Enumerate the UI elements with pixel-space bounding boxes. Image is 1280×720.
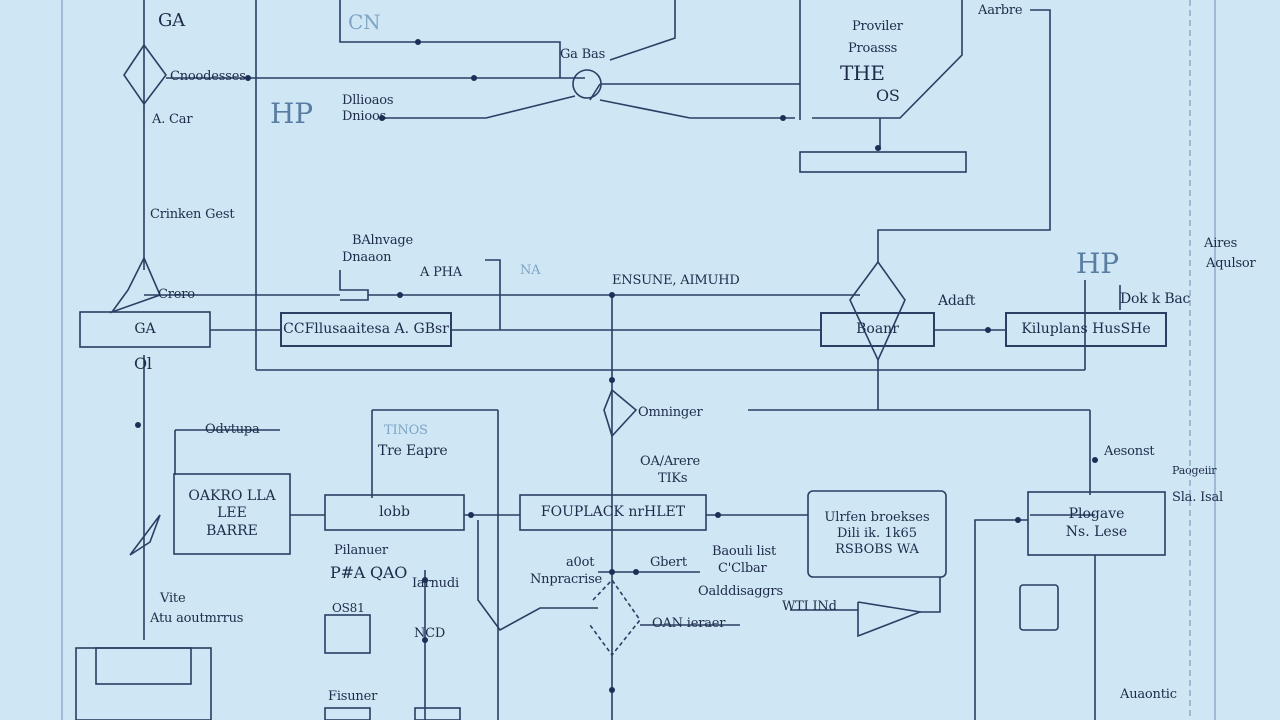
box-floater[interactable]: FOUPLACK nrHLET xyxy=(540,503,686,520)
label-pa-ao: P#A QAO xyxy=(330,563,408,582)
label-banrage: BAlnvage xyxy=(352,233,413,248)
label-top-ga: GA xyxy=(158,10,185,31)
label-the-eare: Tre Eapre xyxy=(378,443,448,459)
label-aires: Aires xyxy=(1204,236,1238,251)
label-mid-code: THE xyxy=(840,61,885,85)
label-dlinebos: Dllioaos xyxy=(342,93,394,108)
label-a-cr: A. Car xyxy=(152,112,193,127)
label-hp-top: HP xyxy=(270,97,313,130)
box-left-mid[interactable]: GA xyxy=(134,320,156,337)
label-top-cn: CN xyxy=(348,10,381,34)
label-oaddisagrs: Oalddisaggrs xyxy=(698,584,783,599)
label-provider: Proviler xyxy=(852,19,903,34)
label-vite: Vite xyxy=(160,591,186,606)
label-adaft: Adaft xyxy=(938,293,976,309)
label-ai-tic: Auaontic xyxy=(1120,687,1177,702)
label-tinos: TINOS xyxy=(384,423,428,438)
label-sa-box: Ga Bas xyxy=(560,47,606,62)
label-oanisr: OAN ieraer xyxy=(652,616,726,631)
label-arbre: Aarbre xyxy=(978,3,1023,18)
label-wtpfnd: WTI INd xyxy=(782,599,837,614)
label-hp-right: HP xyxy=(1076,247,1119,280)
label-a-pha: A PHA xyxy=(420,265,462,280)
box-right-mid[interactable]: Kiluplans HusSHe xyxy=(1005,312,1167,347)
label-ranmder: Pilanuer xyxy=(334,543,388,558)
label-danen: Dnaaon xyxy=(342,250,392,265)
label-pgi: Paogeiir xyxy=(1172,464,1217,477)
label-condesses: Cnoodesses xyxy=(170,69,246,84)
box-ubi[interactable]: Ulrfen broekses Dili ik. 1k65 RSBOBS WA xyxy=(824,509,930,558)
label-dovapta: Odvtupa xyxy=(205,422,260,437)
label-ensune: ENSUNE, AIMUHD xyxy=(612,273,740,288)
label-crero: Crero xyxy=(158,287,195,302)
label-provider-sub: Proasss xyxy=(848,41,898,56)
box-cert[interactable]: CCFllusaaitesa A. GBsr xyxy=(280,312,452,347)
box-oaklgp[interactable]: OAKRO LLA LEE BARRE xyxy=(188,487,276,539)
label-ncd: NCD xyxy=(414,626,446,641)
label-asbasl: Aesonst xyxy=(1104,444,1155,459)
label-baulist: Baouli list xyxy=(712,544,776,559)
label-obert: Gbert xyxy=(650,555,687,570)
label-omninger: Omninger xyxy=(638,405,703,420)
label-aquisor: Aqulsor xyxy=(1206,256,1256,271)
label-oui: Ol xyxy=(134,354,152,373)
label-crinken: Crinken Gest xyxy=(150,207,235,222)
label-adtpt: a0ot xyxy=(566,555,595,570)
label-fisuner: Fisuner xyxy=(328,689,378,704)
label-diodes: Dnioos xyxy=(342,109,387,124)
label-oatress: OA/Arere xyxy=(640,454,701,469)
label-mid-os: OS xyxy=(876,86,900,105)
box-pladgure[interactable]: Plogave Ns. Lese xyxy=(1065,506,1128,540)
box-center-diamond[interactable]: Boanr xyxy=(820,312,935,347)
label-dok-bac: Dok k Bac xyxy=(1120,291,1191,307)
label-cclr: C'Clbar xyxy=(718,561,767,576)
label-nnpraler: Nnpracrise xyxy=(530,572,603,587)
label-iarudi: Iarnudi xyxy=(412,576,459,591)
label-os81: OS81 xyxy=(332,601,365,615)
label-atu: Atu aoutmrrus xyxy=(150,611,244,626)
label-small-box: NA xyxy=(520,263,541,278)
label-slad: Sla. Isal xyxy=(1172,490,1223,505)
box-lobbs[interactable]: lobb xyxy=(379,503,410,520)
label-tlks: TIKs xyxy=(658,471,688,486)
